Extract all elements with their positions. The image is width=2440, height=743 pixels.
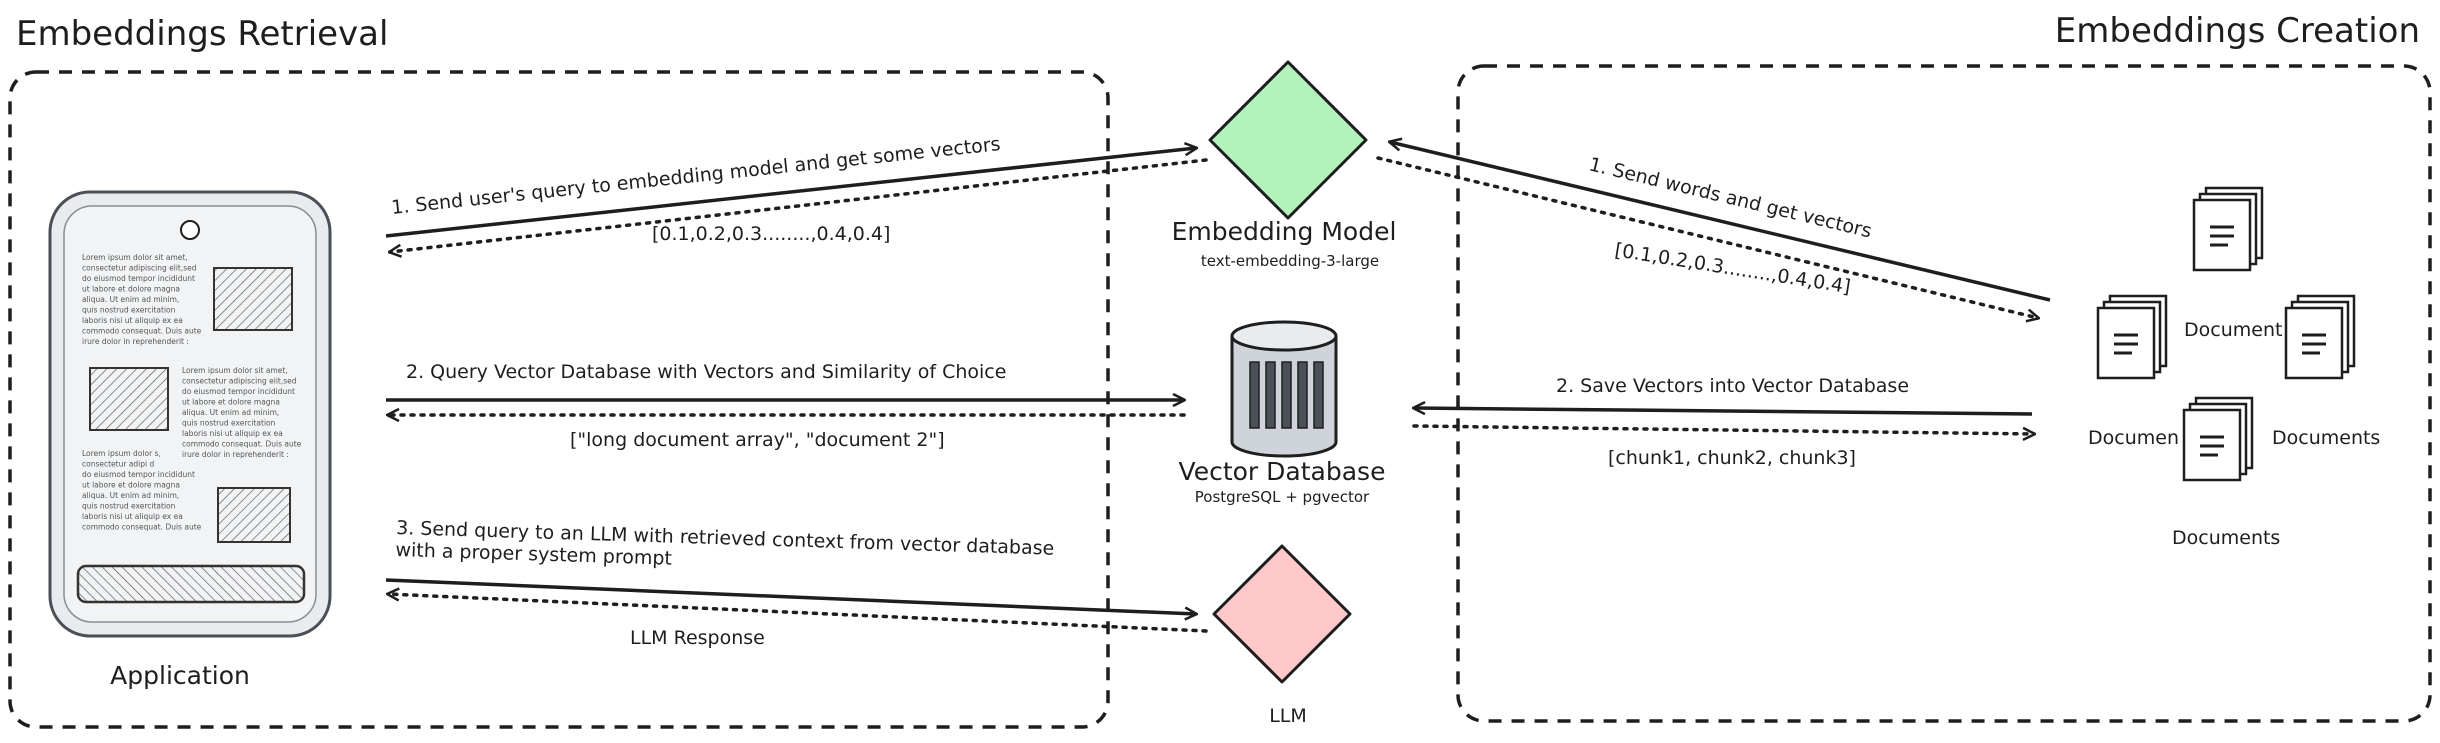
retrieval-step3-response: LLM Response <box>630 627 765 649</box>
document-label-top: Document <box>2184 319 2282 341</box>
retrieval-section-title: Embeddings Retrieval <box>16 14 388 54</box>
document-label-right: Documents <box>2272 427 2380 449</box>
embedding-model-node <box>1208 60 1368 220</box>
arrow-query-to-embedding-model <box>385 148 1196 238</box>
retrieval-step2-label: 2. Query Vector Database with Vectors an… <box>406 361 1006 383</box>
creation-step1-response: [0.1,0.2,0.3........,0.4,0.4] <box>1613 239 1852 298</box>
arrow-query-to-llm <box>385 578 1196 614</box>
arrow-chunks-to-documents <box>1412 424 2034 434</box>
document-stack-left <box>2096 294 2168 380</box>
vector-database-title: Vector Database <box>1179 457 1386 486</box>
document-label-bottom: Documents <box>2172 527 2280 549</box>
application-phone-mockup: Lorem ipsum dolor sit amet, consectetur … <box>48 190 332 638</box>
app-image-placeholder-1 <box>213 267 293 331</box>
phone-camera-icon <box>180 220 200 240</box>
app-lorem-block-3: Lorem ipsum dolor s, consectetur adipi d… <box>82 449 202 532</box>
app-lorem-block-1: Lorem ipsum dolor sit amet, consectetur … <box>82 253 204 346</box>
arrow-llm-response-to-application <box>388 594 1208 633</box>
app-lorem-block-2: Lorem ipsum dolor sit amet, consectetur … <box>182 366 304 459</box>
arrow-vectors-to-documents <box>1376 156 2038 318</box>
retrieval-step2-response: ["long document array", "document 2"] <box>570 429 945 451</box>
app-image-placeholder-2 <box>89 367 169 431</box>
vector-database-node <box>1230 320 1338 458</box>
arrow-vectors-to-application <box>390 158 1208 252</box>
llm-node <box>1212 544 1352 684</box>
retrieval-step3-label: 3. Send query to an LLM with retrieved c… <box>395 517 1054 570</box>
creation-step2-label: 2. Save Vectors into Vector Database <box>1556 375 1909 397</box>
document-stack-right <box>2284 294 2356 380</box>
llm-label: LLM <box>1269 705 1307 727</box>
creation-step2-response: [chunk1, chunk2, chunk3] <box>1608 447 1856 469</box>
embedding-model-subtitle: text-embedding-3-large <box>1201 252 1379 270</box>
embedding-model-title: Embedding Model <box>1172 217 1397 246</box>
arrow-words-to-embedding-model <box>1390 142 2051 302</box>
vector-database-subtitle: PostgreSQL + pgvector <box>1195 488 1370 506</box>
document-stack-top <box>2192 186 2264 272</box>
retrieval-step1-label: 1. Send user's query to embedding model … <box>390 133 1001 219</box>
document-stack-bottom <box>2182 396 2254 482</box>
application-label: Application <box>110 661 250 690</box>
arrow-save-to-vector-db <box>1414 408 2033 416</box>
retrieval-step1-response: [0.1,0.2,0.3........,0.4,0.4] <box>652 223 890 245</box>
creation-section-title: Embeddings Creation <box>2055 11 2420 51</box>
creation-section-box <box>1456 64 2432 723</box>
document-label-left: Documen <box>2088 427 2179 449</box>
app-image-placeholder-3 <box>217 487 291 543</box>
app-bottom-bar <box>76 564 306 604</box>
